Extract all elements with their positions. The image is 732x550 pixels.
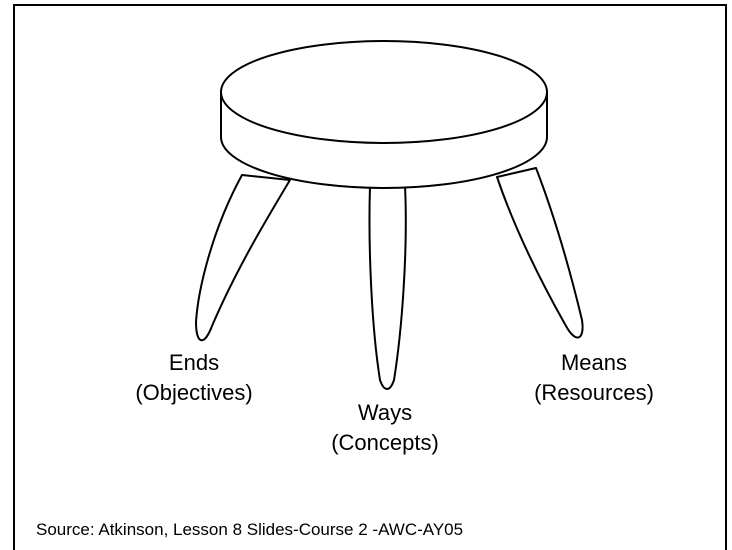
stool-leg-means [496, 167, 584, 339]
label-means: Means (Resources) [504, 348, 684, 408]
slide-frame [13, 4, 727, 550]
label-ways-name: Ways [357, 400, 413, 425]
stool-seat-top [220, 40, 548, 144]
label-means-detail: (Resources) [534, 380, 654, 405]
label-ends-detail: (Objectives) [135, 380, 253, 405]
stool-leg-ways [368, 185, 407, 390]
label-ends: Ends (Objectives) [119, 348, 269, 408]
label-ends-name: Ends [168, 350, 220, 375]
label-ways-detail: (Concepts) [331, 430, 439, 455]
stool-leg-ends [195, 174, 291, 342]
source-citation: Source: Atkinson, Lesson 8 Slides-Course… [36, 520, 464, 539]
label-means-name: Means [560, 350, 628, 375]
label-ways: Ways (Concepts) [305, 398, 465, 458]
